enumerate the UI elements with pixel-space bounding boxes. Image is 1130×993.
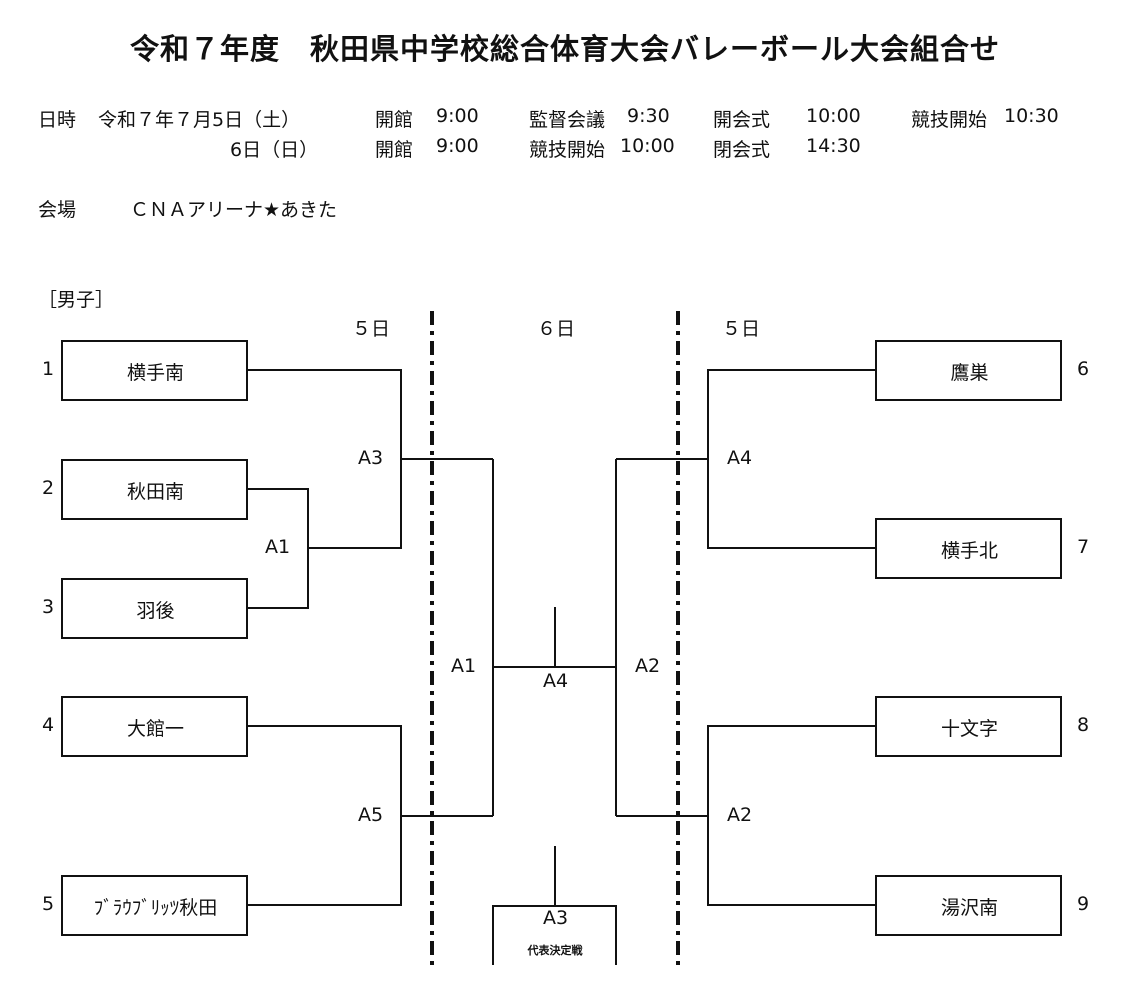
team-name-6: 鷹巣 xyxy=(950,362,989,384)
day2-open-label: 開館 xyxy=(375,139,414,161)
seed-4: 4 xyxy=(42,714,55,736)
day1-start-label: 競技開始 xyxy=(911,109,988,131)
match-code-left-a5: A5 xyxy=(358,804,384,826)
team-name-4: 大館一 xyxy=(126,718,184,740)
venue-label: 会場 xyxy=(38,199,77,221)
team-name-5: ﾌﾞﾗｳﾌﾞﾘｯﾂ秋田 xyxy=(93,897,218,919)
day2-open-time: 9:00 xyxy=(436,135,479,157)
day1-open-label: 開館 xyxy=(375,109,414,131)
team-name-1: 横手南 xyxy=(126,362,184,384)
seed-3: 3 xyxy=(42,596,55,618)
match-code-center-a3: A3 xyxy=(543,907,569,929)
day1-meeting-time: 9:30 xyxy=(627,105,670,127)
day-header-center: ６日 xyxy=(537,318,576,340)
seed-9: 9 xyxy=(1077,893,1090,915)
seed-5: 5 xyxy=(42,893,55,915)
team-name-3: 羽後 xyxy=(136,600,175,622)
day1-date: 令和７年７月5日（土） xyxy=(98,109,301,131)
day1-start-time: 10:30 xyxy=(1004,105,1059,127)
match-code-left-a1: A1 xyxy=(265,536,291,558)
match-code-center-a1: A1 xyxy=(451,655,477,677)
day2-closing-time: 14:30 xyxy=(806,135,861,157)
team-name-9: 湯沢南 xyxy=(940,897,998,919)
day-header-right: ５日 xyxy=(722,318,761,340)
day1-opening-label: 開会式 xyxy=(713,109,771,131)
match-code-center-a4: A4 xyxy=(543,670,569,692)
day1-opening-time: 10:00 xyxy=(806,105,861,127)
representative-box xyxy=(492,905,617,965)
seed-8: 8 xyxy=(1077,714,1090,736)
division-label: ［男子］ xyxy=(38,289,115,311)
match-code-left-a3: A3 xyxy=(358,447,384,469)
match-code-center-a2: A2 xyxy=(635,655,661,677)
match-code-right-a2: A2 xyxy=(727,804,753,826)
venue-name: ＣＮＡアリーナ★あきた xyxy=(130,199,338,221)
day2-date: 6日（日） xyxy=(230,139,319,161)
day2-closing-label: 閉会式 xyxy=(713,139,771,161)
match-code-right-a4: A4 xyxy=(727,447,753,469)
seed-2: 2 xyxy=(42,477,55,499)
team-name-7: 横手北 xyxy=(940,540,998,562)
seed-1: 1 xyxy=(42,358,55,380)
team-name-2: 秋田南 xyxy=(126,481,184,503)
seed-6: 6 xyxy=(1077,358,1090,380)
day1-meeting-label: 監督会議 xyxy=(529,109,606,131)
team-name-8: 十文字 xyxy=(940,718,998,740)
page-title: 令和７年度 秋田県中学校総合体育大会バレーボール大会組合せ xyxy=(129,32,1000,66)
seed-7: 7 xyxy=(1077,536,1090,558)
schedule-label: 日時 xyxy=(38,109,77,131)
representative-match-label: 代表決定戦 xyxy=(527,944,583,957)
day2-start-time: 10:00 xyxy=(620,135,675,157)
day-header-left: ５日 xyxy=(352,318,391,340)
day1-open-time: 9:00 xyxy=(436,105,479,127)
day2-start-label: 競技開始 xyxy=(529,139,606,161)
